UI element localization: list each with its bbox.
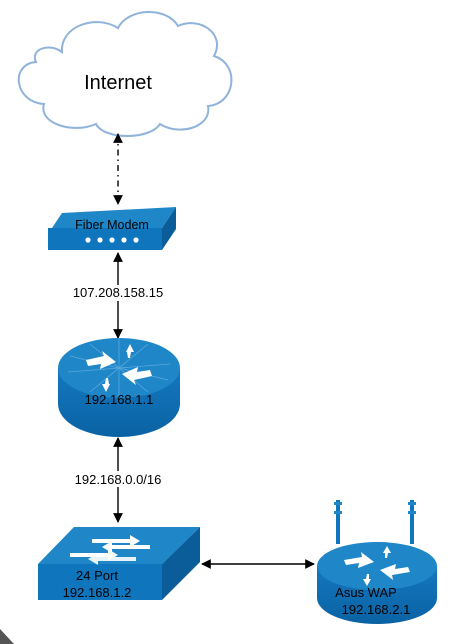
cloud-outline — [17, 11, 233, 137]
router: 192.168.1.1 — [58, 338, 180, 437]
modem-label: Fiber Modem — [75, 218, 149, 232]
internet-label: Internet — [84, 72, 152, 94]
wap-antenna-right — [408, 500, 416, 544]
fiber-modem: Fiber Modem — [48, 207, 176, 250]
switch-24-port: 24 Port 192.168.1.2 — [38, 527, 200, 600]
wap-ip: 192.168.2.1 — [342, 602, 411, 617]
link-label-bg-2 — [64, 471, 172, 487]
internet-cloud: Internet — [17, 11, 233, 137]
wap-label: Asus WAP — [335, 585, 397, 600]
switch-label: 24 Port — [76, 568, 118, 583]
switch-arrows-icon — [70, 535, 150, 565]
modem-side — [162, 207, 176, 250]
wap-antenna-left — [334, 500, 342, 544]
modem-front — [48, 228, 162, 250]
router-label: 192.168.1.1 — [85, 392, 154, 407]
router-switch-link-label: 192.168.0.0/16 — [75, 472, 162, 487]
wap-arrows-icon — [344, 546, 410, 586]
asus-wap: Asus WAP 192.168.2.1 — [317, 500, 437, 624]
switch-side — [162, 527, 200, 600]
resize-handle-icon[interactable] — [0, 629, 14, 644]
switch-front — [38, 564, 162, 600]
modem-port-lights — [85, 237, 139, 243]
modem-router-link-label: 107.208.158.15 — [73, 285, 163, 300]
router-arrows-icon — [86, 344, 152, 392]
link-label-bg — [62, 285, 174, 301]
wap-top — [317, 542, 437, 590]
modem-top — [48, 207, 176, 234]
switch-ip: 192.168.1.2 — [63, 585, 132, 600]
